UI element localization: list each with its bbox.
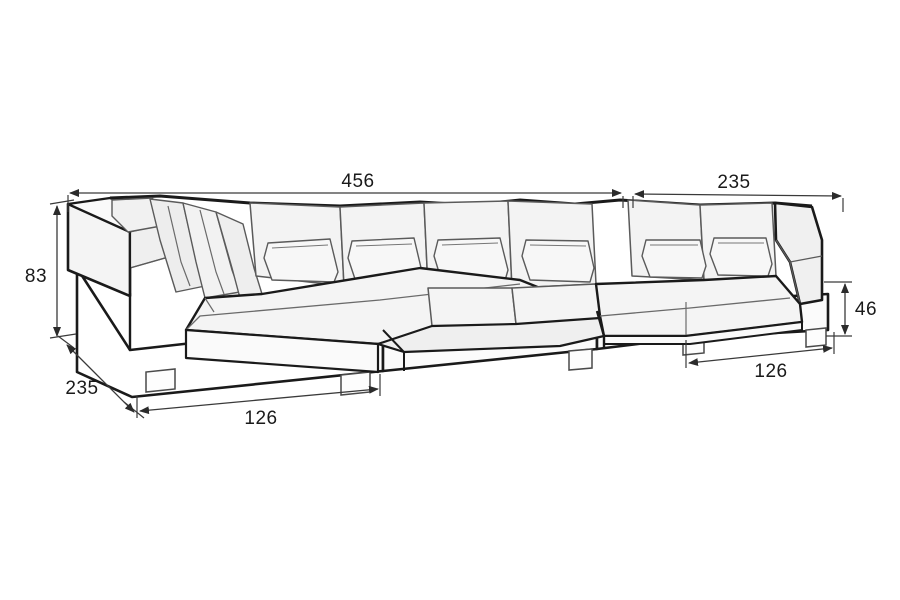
right-chaise-seat [594, 274, 804, 345]
dimension-right-section-width: 235 [632, 172, 844, 212]
dimension-right-chaise-depth: 126 [685, 332, 835, 382]
dimension-overall-width: 456 [67, 171, 624, 212]
dimension-label-right-chaise-depth: 126 [754, 361, 787, 382]
sofa-illustration [66, 194, 830, 399]
dimension-seat-height: 46 [824, 281, 877, 337]
main-seat-cushions [376, 283, 622, 354]
left-back-cushions [111, 197, 263, 299]
dimension-label-right-section-width: 235 [717, 172, 750, 193]
dimension-label-back-height: 83 [25, 266, 47, 287]
dimension-label-overall-width: 456 [341, 171, 374, 192]
dimension-left-depth: 235 [57, 335, 145, 419]
dimension-left-chaise-depth: 126 [136, 374, 381, 429]
dimension-label-left-depth: 235 [65, 378, 98, 399]
left-chaise-seat [184, 266, 562, 374]
dimension-back-height: 83 [25, 199, 77, 339]
right-arm [773, 201, 824, 306]
dimension-label-left-chaise-depth: 126 [244, 408, 277, 429]
scatter-pillows [263, 237, 773, 285]
dimension-label-seat-height: 46 [855, 299, 877, 320]
